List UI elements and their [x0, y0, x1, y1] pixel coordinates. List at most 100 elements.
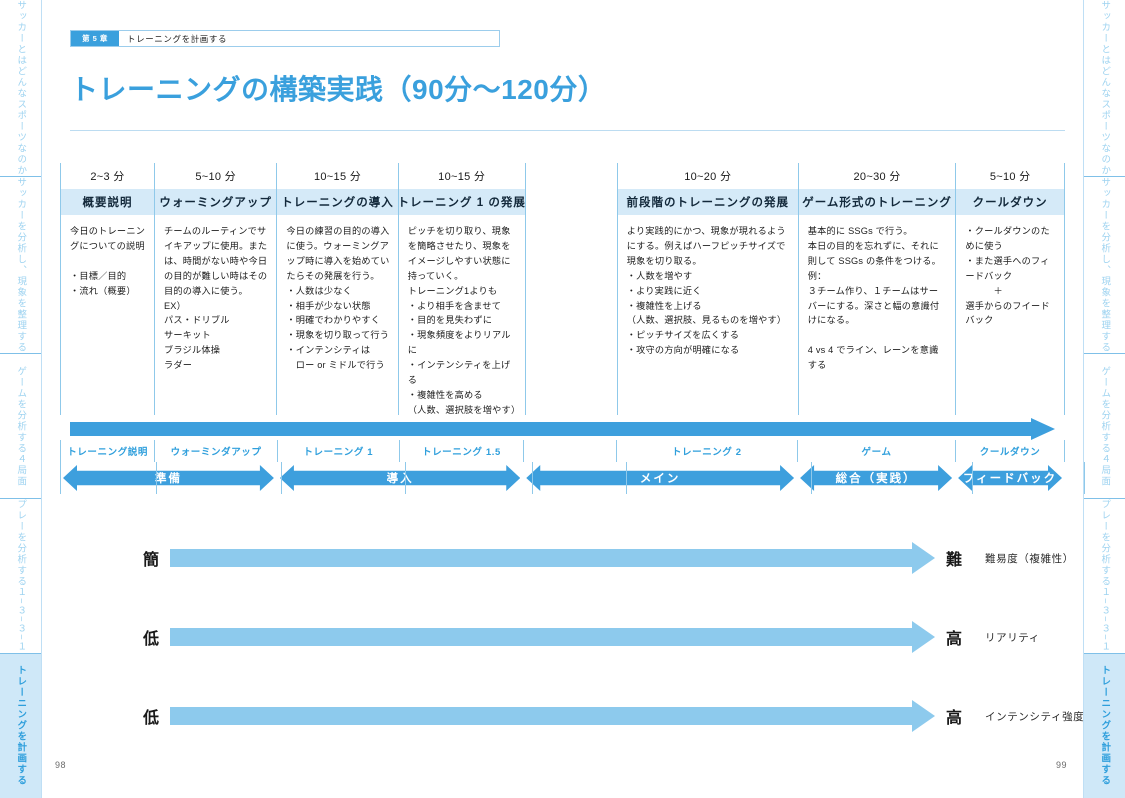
side-tab-4[interactable]: プレーを分析する１−３−３−１ — [0, 499, 41, 654]
column-header: 前段階のトレーニングの発展 — [617, 189, 798, 215]
page-number-left: 98 — [55, 760, 67, 770]
segment-1: 準備 — [60, 462, 277, 494]
segment-arrow-icon: 導入 — [280, 465, 520, 491]
column-duration: 5~10 分 — [989, 171, 1031, 183]
scale-high-label: 難 — [945, 552, 962, 569]
matrix-column-6: 10~20 分前段階のトレーニングの発展より実践的にかつ、現象が現れるようにする… — [616, 163, 798, 415]
segment-arrow-icon: メイン — [526, 465, 794, 491]
segment-label: 導入 — [386, 473, 414, 485]
side-tab-label: サッカーとはどんなスポーツなのか — [1099, 0, 1111, 176]
side-tab-label: サッカーを分析し、現象を整理する — [15, 177, 27, 353]
scale-row-1: 簡 難 難易度（複雑性） — [138, 535, 1073, 581]
segment-arrow-icon: 準備 — [63, 465, 274, 491]
scale-arrow-head-icon — [912, 542, 935, 574]
scale-high-label: 高 — [945, 710, 962, 727]
time-progression-arrow — [70, 418, 1055, 440]
chapter-name: トレーニングを計画する — [127, 33, 228, 44]
matrix-column-1: 2~3 分概要説明今日のトレーニングについての説明 ・目標／目的 ・流れ（概要） — [60, 163, 154, 415]
phase-label-8: クールダウン — [955, 440, 1065, 462]
segment-label: メイン — [639, 473, 681, 485]
column-header: ゲーム形式のトレーニング — [798, 189, 956, 215]
chapter-breadcrumb: 第 5 章 トレーニングを計画する — [70, 30, 500, 47]
arrow-shaft — [70, 422, 1033, 436]
column-duration: 2~3 分 — [90, 171, 125, 183]
column-body-text: 基本的に SSGs で行う。 本日の目的を忘れずに、それに則して SSGs の条… — [807, 226, 942, 371]
segment-arrow-icon: フィードバック — [958, 465, 1062, 491]
side-tab-1[interactable]: サッカーとはどんなスポーツなのか — [0, 0, 41, 177]
side-tab-label: プレーを分析する１−３−３−１ — [15, 499, 27, 653]
column-body-text: チームのルーティンでサイキアップに使用。または、時間がない時や今日の目的が難しい… — [163, 226, 268, 371]
training-phase-matrix: 2~3 分概要説明今日のトレーニングについての説明 ・目標／目的 ・流れ（概要）… — [60, 163, 1065, 415]
column-duration: 5~10 分 — [195, 171, 236, 183]
column-header: ウォーミングアップ — [154, 189, 277, 215]
side-tab-3[interactable]: ゲームを分析する４局面 — [1084, 354, 1125, 500]
matrix-column-2: 5~10 分ウォーミングアップチームのルーティンでサイキアップに使用。または、時… — [153, 163, 277, 415]
segment-label: 準備 — [154, 473, 182, 485]
grid-line — [156, 462, 157, 494]
segment-label: フィードバック — [962, 473, 1058, 485]
side-tab-label: トレーニングを計画する — [1099, 665, 1111, 787]
grid-line — [281, 462, 282, 494]
phase-label-5 — [523, 440, 615, 462]
side-tab-1[interactable]: サッカーとはどんなスポーツなのか — [1084, 0, 1125, 177]
column-duration: 20~30 分 — [853, 171, 901, 183]
grid-line — [626, 462, 627, 494]
segment-5: フィードバック — [955, 462, 1065, 494]
column-duration — [526, 163, 617, 189]
side-tab-2[interactable]: サッカーを分析し、現象を整理する — [0, 177, 41, 354]
side-tab-4[interactable]: プレーを分析する１−３−３−１ — [1084, 499, 1125, 654]
scale-name: インテンシティ強度 — [985, 710, 1085, 723]
phase-label-1: トレーニング説明 — [60, 440, 154, 462]
segment-arrow-icon: 総合（実践） — [800, 465, 952, 491]
column-header: クールダウン — [956, 189, 1064, 215]
grid-line — [1084, 462, 1085, 494]
column-duration: 10~15 分 — [313, 171, 362, 183]
scale-low-label: 簡 — [142, 552, 159, 569]
segment-3: メイン — [523, 462, 797, 494]
side-tab-5[interactable]: トレーニングを計画する — [1084, 653, 1125, 798]
side-tab-label: サッカーを分析し、現象を整理する — [1099, 177, 1111, 353]
scale-shaft — [170, 707, 913, 725]
side-tab-label: プレーを分析する１−３−３−１ — [1099, 499, 1111, 653]
side-tab-5[interactable]: トレーニングを計画する — [0, 653, 41, 798]
column-body-text — [526, 215, 617, 415]
grid-line — [405, 462, 406, 494]
segment-label: 総合（実践） — [835, 473, 917, 485]
column-header — [525, 189, 617, 215]
phase-label-3: トレーニング 1 — [276, 440, 399, 462]
column-header: トレーニング 1 の発展 — [398, 189, 525, 215]
scale-arrow-icon — [170, 542, 935, 574]
grid-line — [972, 462, 973, 494]
chapter-badge: 第 5 章 — [71, 31, 119, 46]
progression-scales: 簡難難易度（複雑性）低高リアリティ低高インテンシティ強度 — [138, 535, 1084, 772]
column-body-text: 今日のトレーニングについての説明 ・目標／目的 ・流れ（概要） — [70, 226, 146, 296]
grid-line — [811, 462, 812, 494]
column-body-text: 今日の練習の目的の導入に使う。ウォーミングアップ時に導入を始めていたらその発展を… — [286, 226, 390, 371]
scale-arrow-head-icon — [912, 700, 935, 732]
page-spread: 第 5 章 トレーニングを計画する トレーニングの構築実践（90分〜120分） — [42, 0, 1083, 798]
column-body-text: ピッチを切り取り、現象を簡略させたり、現象をイメージしやすい状態に持っていく。 … — [407, 226, 521, 415]
matrix-column-7: 20~30 分ゲーム形式のトレーニング基本的に SSGs で行う。 本日の目的を… — [797, 163, 956, 415]
scale-name: 難易度（複雑性） — [985, 552, 1074, 565]
column-body-text: ・クールダウンのために使う ・また選手へのフィードバック ＋ 選手からのフイード… — [965, 226, 1050, 326]
side-tab-label: トレーニングを計画する — [15, 665, 27, 787]
arrow-head-icon — [1031, 418, 1055, 440]
matrix-column-gap — [524, 163, 617, 415]
side-tab-label: ゲームを分析する４局面 — [15, 365, 27, 487]
matrix-column-8: 5~10 分クールダウン・クールダウンのために使う ・また選手へのフィードバック… — [955, 163, 1065, 415]
side-tab-2[interactable]: サッカーを分析し、現象を整理する — [1084, 177, 1125, 354]
side-tab-label: ゲームを分析する４局面 — [1099, 365, 1111, 487]
scale-high-label: 高 — [945, 631, 962, 648]
matrix-column-3: 10~15 分トレーニングの導入今日の練習の目的の導入に使う。ウォーミングアップ… — [276, 163, 398, 415]
column-header: トレーニングの導入 — [277, 189, 398, 215]
side-tab-3[interactable]: ゲームを分析する４局面 — [0, 354, 41, 500]
scale-arrow-icon — [170, 700, 935, 732]
segment-4: 総合（実践） — [797, 462, 955, 494]
page-number-right: 99 — [1055, 760, 1067, 770]
scale-row-3: 低高インテンシティ強度 — [138, 693, 1084, 739]
page-title: トレーニングの構築実践（90分〜120分） — [70, 74, 607, 105]
title-divider — [70, 130, 1065, 131]
scale-arrow-head-icon — [912, 621, 935, 653]
column-body-text: より実践的にかつ、現象が現れるようにする。例えばハーフピッチサイズで現象を切り取… — [626, 226, 787, 356]
